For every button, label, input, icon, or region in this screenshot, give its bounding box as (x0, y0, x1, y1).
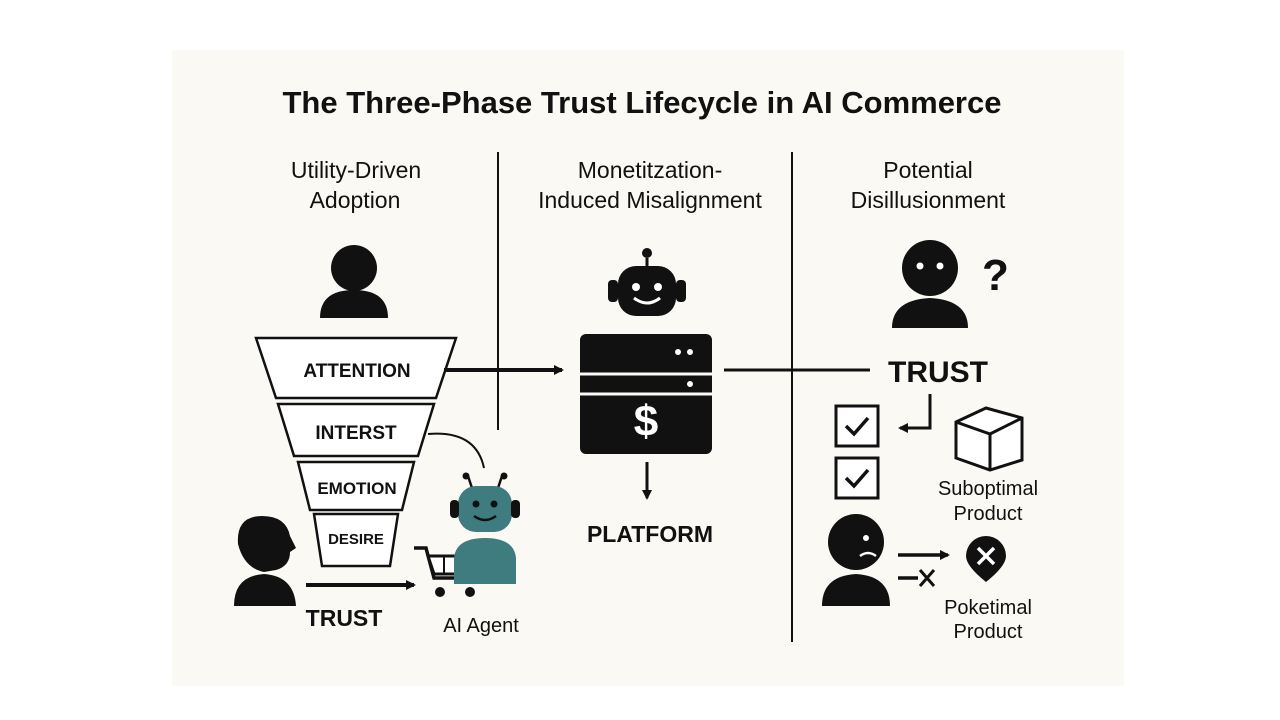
question-mark-icon: ? (982, 251, 1009, 300)
funnel-stage-desire (312, 512, 400, 568)
blocked-arrow-icon (898, 569, 936, 587)
checkbox-icon (834, 456, 880, 500)
phase-1-heading-line-1: Utility-Driven (291, 157, 421, 183)
svg-text:$: $ (634, 397, 658, 446)
x-pin-icon (966, 536, 1006, 582)
funnel-label-attention: ATTENTION (303, 361, 410, 382)
funnel-label-desire: DESIRE (328, 531, 384, 548)
funnel-stage-interest (276, 402, 436, 458)
ai-agent-robot-icon (450, 472, 520, 584)
funnel-label-interest: INTERST (315, 423, 397, 444)
phase-2-heading-line-2: Induced Misalignment (538, 187, 762, 213)
funnel (254, 336, 458, 568)
box-icon (954, 406, 1024, 472)
sad-person-icon (822, 514, 890, 606)
suboptimal-product-line-1: Suboptimal (938, 478, 1038, 500)
robot-icon (608, 248, 686, 316)
trust-to-checkbox-arrow (898, 394, 932, 433)
funnel-label-emotion: EMOTION (317, 479, 396, 498)
funnel-stage-attention (254, 336, 458, 400)
suboptimal-product-line-2: Product (954, 503, 1023, 525)
phase-3-heading-line-1: Potential (883, 157, 973, 183)
phase-2-heading-line-1: Monetitzation- (578, 157, 722, 183)
funnel-to-agent-curve (427, 432, 485, 469)
poketimal-product-line-1: Poketimal (944, 597, 1032, 619)
person-profile-icon (234, 516, 296, 606)
server-dollar-icon: $ (580, 334, 712, 454)
phase-3-trust-label: TRUST (888, 356, 988, 389)
confused-person-icon (892, 240, 968, 328)
phase-1-trust-label: TRUST (306, 605, 383, 631)
funnel-stage-emotion (296, 460, 416, 512)
poketimal-product-line-2: Product (954, 621, 1023, 643)
person-icon (320, 245, 388, 318)
phase-3-heading-line-2: Disillusionment (851, 187, 1006, 213)
ai-agent-label: AI Agent (443, 615, 519, 637)
diagram-title: The Three-Phase Trust Lifecycle in AI Co… (283, 85, 1002, 120)
phase-1-heading-line-2: Adoption (310, 187, 401, 213)
checkbox-icon (834, 404, 880, 448)
platform-label: PLATFORM (587, 521, 713, 547)
